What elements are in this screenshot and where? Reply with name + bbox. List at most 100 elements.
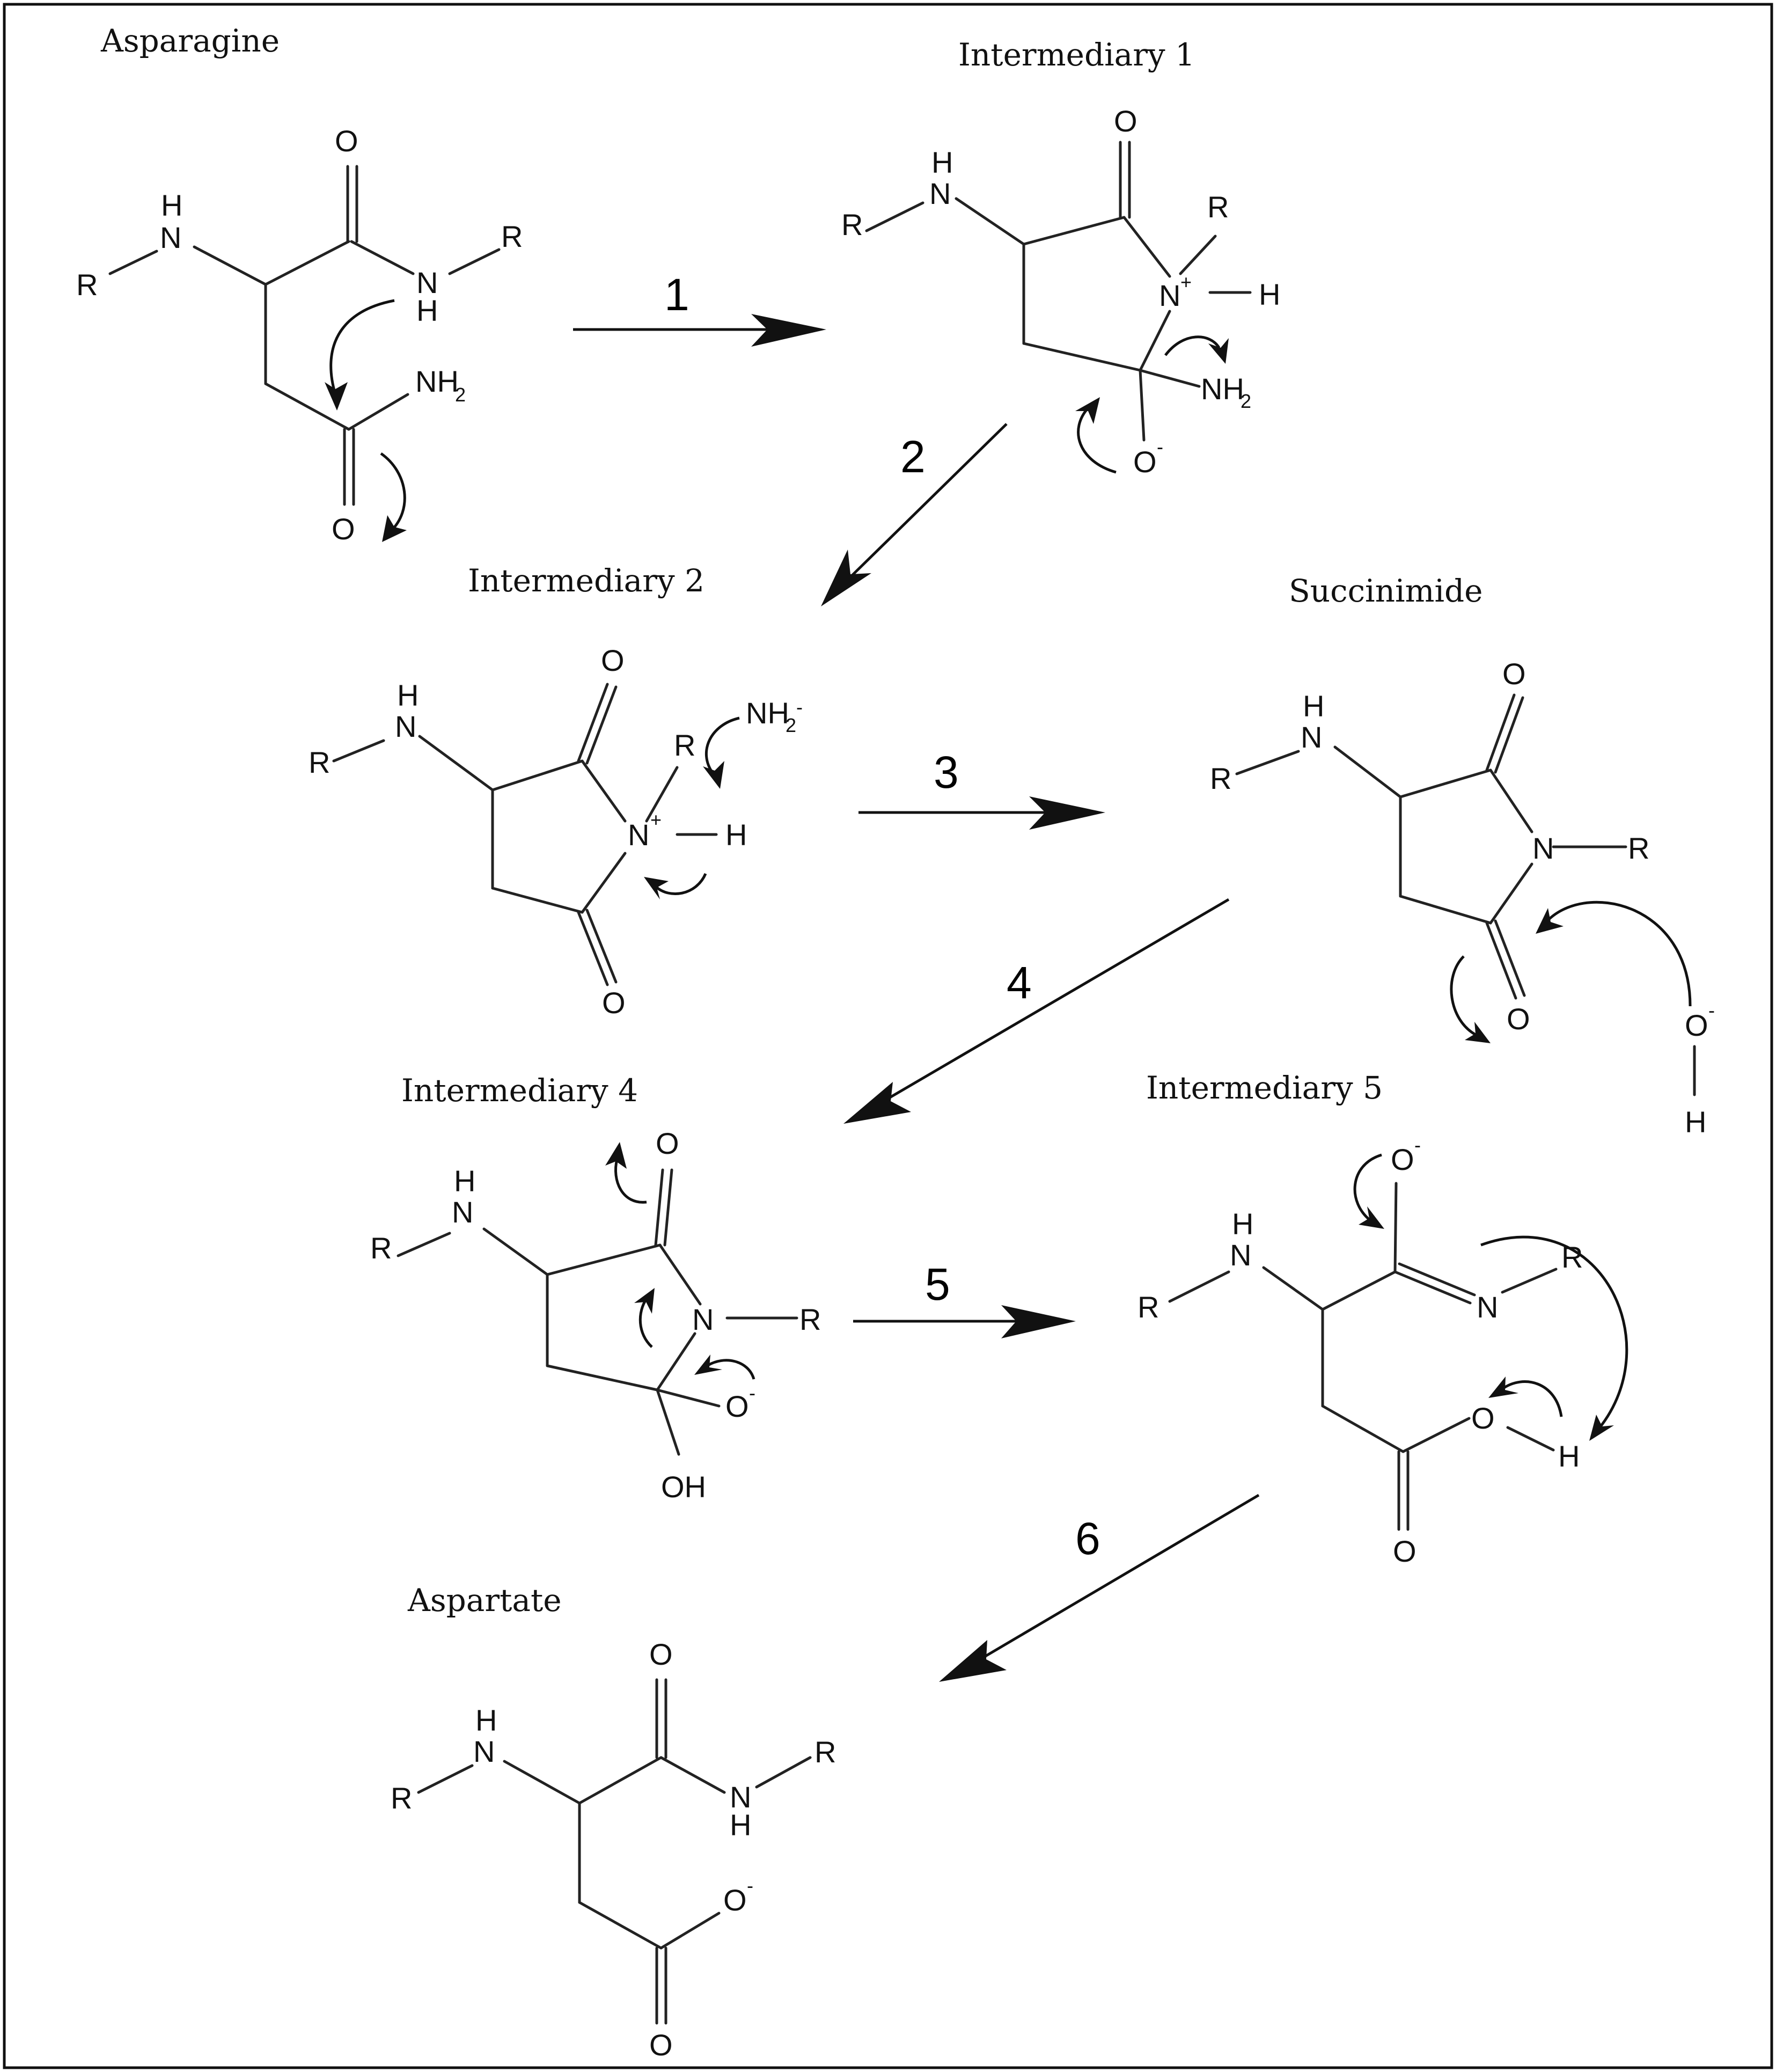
svg-text:N: N <box>1301 720 1322 754</box>
svg-text:-: - <box>796 696 803 718</box>
diagram-frame <box>3 3 1773 2069</box>
svg-text:-: - <box>1414 1134 1421 1156</box>
svg-text:H: H <box>397 678 419 712</box>
svg-text:R: R <box>1210 762 1231 795</box>
svg-text:2: 2 <box>1241 390 1251 412</box>
title-intermediary-2: Intermediary 2 <box>468 562 704 599</box>
title-succinimide: Succinimide <box>1289 573 1483 609</box>
svg-text:NH: NH <box>415 364 459 398</box>
svg-text:O: O <box>601 643 625 677</box>
svg-text:N: N <box>929 177 951 210</box>
svg-text:O: O <box>649 2028 673 2062</box>
svg-text:O: O <box>1133 445 1157 479</box>
svg-text:R: R <box>501 219 523 253</box>
svg-text:-: - <box>1157 436 1163 458</box>
svg-text:N: N <box>730 1780 751 1814</box>
svg-text:OH: OH <box>661 1470 706 1504</box>
svg-text:R: R <box>841 208 863 241</box>
svg-text:N: N <box>692 1302 714 1336</box>
svg-text:O: O <box>1471 1401 1495 1435</box>
svg-text:R: R <box>799 1302 821 1336</box>
title-intermediary-5: Intermediary 5 <box>1146 1070 1383 1106</box>
title-aspartate: Aspartate <box>407 1582 562 1619</box>
svg-text:R: R <box>674 728 695 762</box>
structure-intermediary-4: R H N O N R O - OH <box>370 1126 821 1504</box>
svg-text:N: N <box>628 818 649 852</box>
structure-intermediary-1: R H N O R N + H NH 2 O - <box>841 104 1280 479</box>
svg-text:N: N <box>1532 831 1554 865</box>
svg-text:O: O <box>656 1126 679 1160</box>
svg-text:N: N <box>395 709 416 743</box>
svg-text:H: H <box>161 188 182 222</box>
svg-text:H: H <box>725 818 747 852</box>
reaction-arrow-2: 2 <box>821 423 1008 606</box>
svg-text:+: + <box>1180 271 1192 293</box>
reaction-arrow-5: 5 <box>853 1259 1076 1338</box>
svg-text:O: O <box>1393 1534 1417 1568</box>
svg-text:+: + <box>650 809 662 831</box>
title-asparagine: Asparagine <box>100 23 280 59</box>
svg-text:O: O <box>723 1883 747 1917</box>
svg-text:H: H <box>1232 1207 1253 1241</box>
svg-text:O: O <box>335 124 358 158</box>
svg-text:O: O <box>725 1389 749 1423</box>
svg-text:2: 2 <box>786 714 796 736</box>
svg-text:R: R <box>1137 1290 1159 1324</box>
step-label-2: 2 <box>900 431 926 482</box>
svg-text:R: R <box>391 1781 412 1815</box>
step-label-5: 5 <box>925 1259 950 1309</box>
step-label-3: 3 <box>934 747 959 797</box>
svg-text:H: H <box>1259 277 1280 311</box>
svg-text:H: H <box>416 294 438 327</box>
svg-text:N: N <box>1230 1238 1251 1272</box>
svg-text:H: H <box>730 1808 751 1842</box>
reaction-arrow-4: 4 <box>843 898 1230 1124</box>
svg-text:O: O <box>602 986 626 1020</box>
reaction-arrow-3: 3 <box>858 747 1105 830</box>
svg-text:NH: NH <box>1201 372 1244 406</box>
structure-intermediary-5: R H N O - N R O H O <box>1137 1134 1628 1568</box>
svg-text:O: O <box>1391 1143 1414 1176</box>
svg-text:O: O <box>332 512 355 546</box>
svg-text:O: O <box>1685 1008 1708 1042</box>
structure-intermediary-2: R H N O R NH 2 - N + H O <box>309 643 803 1020</box>
svg-text:O: O <box>1507 1002 1530 1036</box>
svg-text:2: 2 <box>455 384 466 406</box>
svg-text:H: H <box>1303 689 1324 723</box>
structure-succinimide: R H N O N R O O - H <box>1210 657 1715 1139</box>
svg-text:NH: NH <box>746 696 789 730</box>
svg-text:-: - <box>747 1875 753 1897</box>
svg-text:H: H <box>454 1164 475 1198</box>
svg-text:N: N <box>452 1195 473 1229</box>
svg-text:H: H <box>931 145 953 179</box>
svg-text:N: N <box>1477 1290 1498 1324</box>
step-label-6: 6 <box>1075 1513 1100 1564</box>
svg-text:N: N <box>1159 279 1180 312</box>
svg-text:N: N <box>473 1734 495 1768</box>
svg-text:O: O <box>1502 657 1526 691</box>
step-label-4: 4 <box>1007 957 1032 1008</box>
svg-text:N: N <box>160 221 181 254</box>
svg-text:R: R <box>370 1231 392 1265</box>
svg-text:R: R <box>1207 190 1229 224</box>
svg-text:H: H <box>1558 1439 1580 1473</box>
svg-text:R: R <box>76 268 98 302</box>
step-label-1: 1 <box>664 269 689 320</box>
svg-text:O: O <box>1114 104 1137 138</box>
title-intermediary-4: Intermediary 4 <box>401 1072 638 1109</box>
svg-text:O: O <box>649 1637 673 1671</box>
svg-text:R: R <box>309 745 330 779</box>
svg-text:R: R <box>814 1735 836 1769</box>
reaction-arrow-6: 6 <box>939 1493 1260 1682</box>
reaction-arrow-1: 1 <box>573 269 826 347</box>
structure-asparagine: R H N O N H R NH 2 O <box>76 124 523 546</box>
svg-text:R: R <box>1628 831 1649 865</box>
structure-aspartate: R H N O N H R O - O <box>391 1637 836 2062</box>
svg-text:N: N <box>416 266 438 299</box>
svg-text:-: - <box>1708 999 1715 1021</box>
title-intermediary-1: Intermediary 1 <box>958 36 1195 73</box>
svg-text:H: H <box>1685 1105 1706 1139</box>
svg-text:-: - <box>749 1382 755 1404</box>
svg-text:H: H <box>475 1703 497 1737</box>
